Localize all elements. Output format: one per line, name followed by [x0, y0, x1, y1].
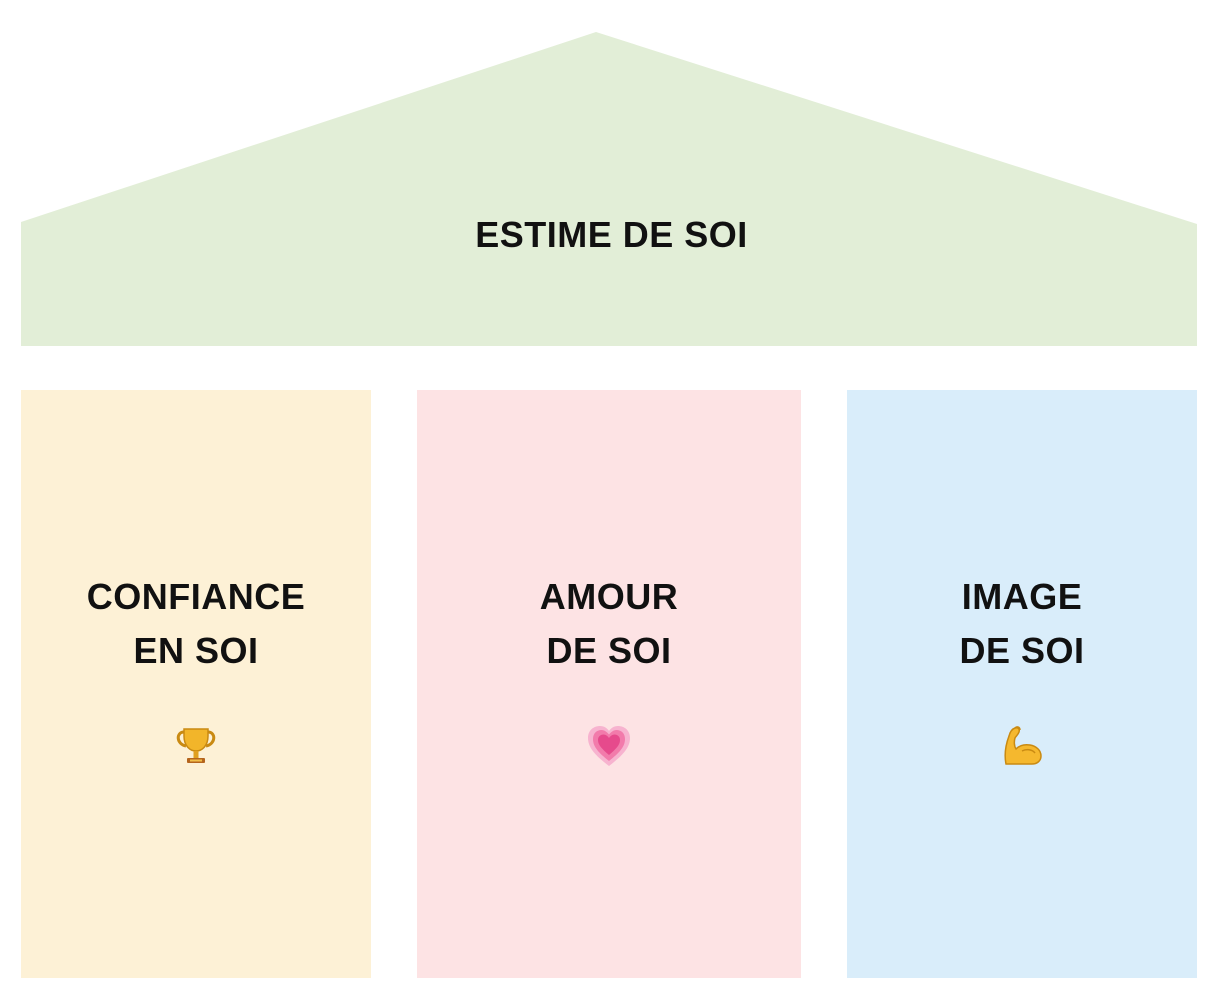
pillar-confiance-en-soi: CONFIANCE EN SOI	[21, 390, 371, 978]
pillar-label-line-2: DE SOI	[546, 630, 672, 671]
roof: ESTIME DE SOI	[0, 0, 1223, 350]
pillar-label: AMOUR DE SOI	[540, 570, 678, 678]
pillar-label-line-2: DE SOI	[959, 630, 1085, 671]
pillar-amour-de-soi: AMOUR DE SOI	[417, 390, 801, 978]
pillar-label-line-1: CONFIANCE	[86, 576, 306, 617]
roof-title: ESTIME DE SOI	[475, 214, 748, 255]
pillar-image-de-soi: IMAGE DE SOI	[847, 390, 1197, 978]
growing-heart-icon	[585, 722, 633, 770]
pillar-label-line-1: AMOUR	[539, 576, 679, 617]
pillar-label: CONFIANCE EN SOI	[87, 570, 306, 678]
pillar-label-line-2: EN SOI	[133, 630, 259, 671]
trophy-icon	[172, 722, 220, 770]
flexed-biceps-icon	[998, 722, 1046, 770]
pillar-label: IMAGE DE SOI	[959, 570, 1084, 678]
pillar-label-line-1: IMAGE	[961, 576, 1083, 617]
roof-shape	[21, 32, 1197, 346]
